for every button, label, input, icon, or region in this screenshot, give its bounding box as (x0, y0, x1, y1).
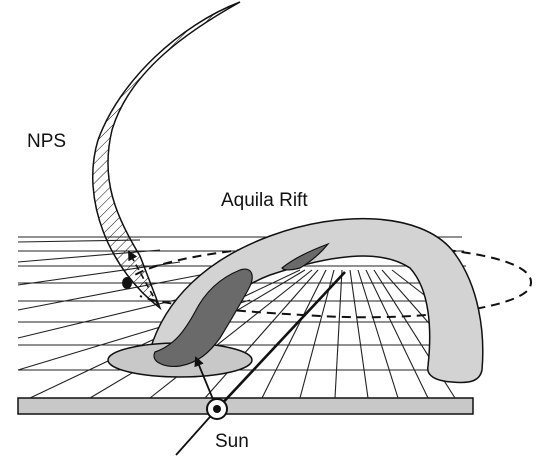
sightline-dashed (128, 250, 159, 306)
aquila-rift-label: Aquila Rift (221, 190, 308, 211)
sun-label: Sun (215, 431, 249, 452)
aquila-rift-arch (149, 217, 484, 384)
grid-line (334, 269, 343, 399)
dashed-ellipse (124, 243, 533, 319)
grid-line (17, 274, 201, 311)
grid-line (204, 269, 319, 399)
nps-loop (91, 1, 241, 311)
sightline-plane (216, 271, 346, 410)
grid-line (349, 269, 369, 399)
galactic-plane-slab (17, 397, 474, 415)
grid-line (357, 269, 399, 399)
grid-line (365, 269, 429, 399)
grid-line (261, 269, 327, 399)
dark-cloud-large (153, 268, 253, 367)
dark-cloud-small (281, 242, 330, 271)
sun-icon (206, 398, 228, 420)
grid-line (17, 261, 181, 286)
nps-label: NPS (27, 131, 66, 152)
grid-node (122, 277, 132, 289)
